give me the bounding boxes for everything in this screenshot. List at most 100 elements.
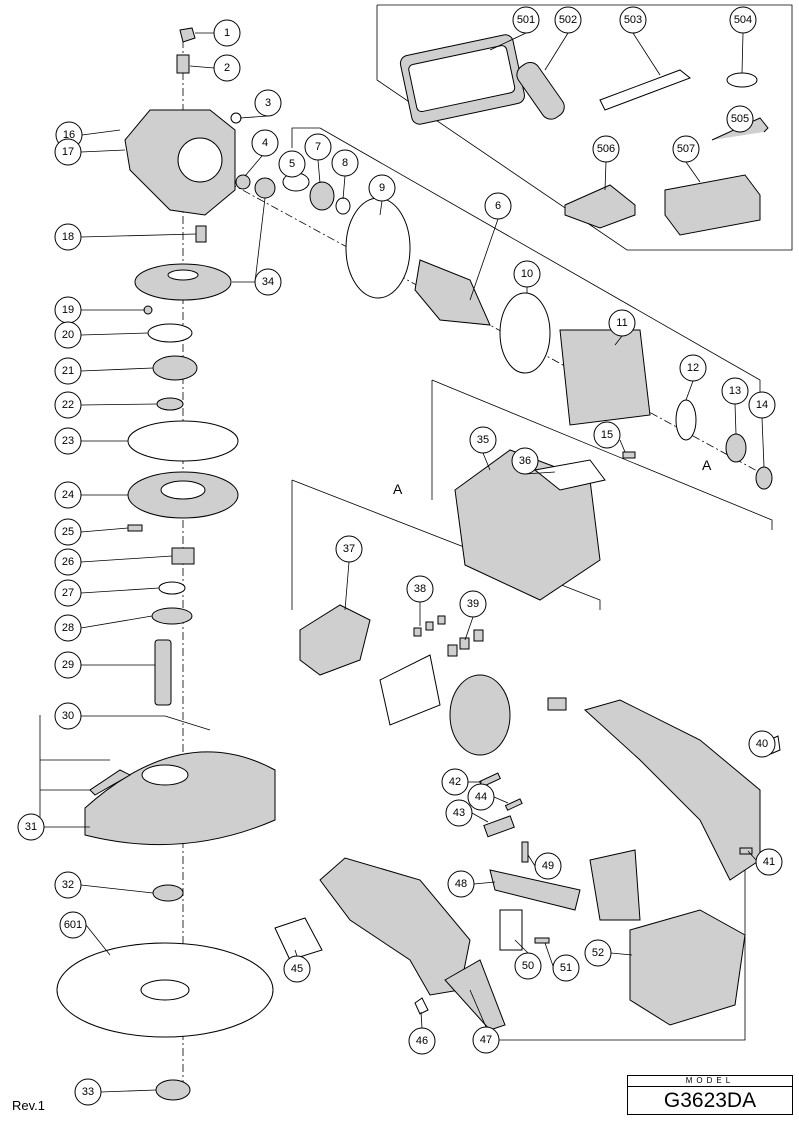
accessory-box-outline	[376, 4, 793, 251]
battery-52	[629, 909, 746, 1026]
callout-circle	[679, 354, 707, 382]
callout-number: 10	[521, 268, 533, 280]
callout-circle	[748, 730, 776, 758]
callout-26: 26	[54, 548, 82, 576]
housing-tail	[444, 959, 506, 1031]
callout-circle	[74, 1078, 102, 1106]
bearing-26	[171, 547, 195, 565]
callout-52: 52	[584, 939, 612, 967]
callout-number: 505	[731, 113, 749, 125]
callout-circle	[54, 391, 82, 419]
callout-circle	[368, 174, 396, 202]
callout-circle	[54, 481, 82, 509]
callout-number: 13	[729, 385, 741, 397]
callout-circle	[54, 548, 82, 576]
callout-circle	[512, 6, 540, 34]
callout-502: 502	[554, 6, 582, 34]
callout-circle	[331, 149, 359, 177]
callout-number: 23	[62, 435, 74, 447]
callout-circle	[54, 579, 82, 607]
callout-506: 506	[592, 135, 620, 163]
callout-601: 601	[59, 911, 87, 939]
leader-lines	[40, 32, 773, 1093]
callout-number: 36	[519, 455, 531, 467]
callout-number: 4	[262, 137, 268, 149]
callout-32: 32	[54, 871, 82, 899]
connector	[547, 697, 567, 711]
callout-number: 35	[477, 434, 489, 446]
callout-circle	[514, 952, 542, 980]
callout-number: 14	[756, 399, 768, 411]
callout-number: 9	[379, 182, 385, 194]
callout-number: 50	[522, 960, 534, 972]
callouts: 1234567891011121314151617181920212223242…	[17, 6, 783, 1106]
callout-number: 44	[475, 791, 487, 803]
callout-circle	[726, 105, 754, 133]
callout-10: 10	[513, 260, 541, 288]
callout-9: 9	[368, 174, 396, 202]
callout-40: 40	[748, 730, 776, 758]
callout-31: 31	[17, 813, 45, 841]
model-label: MODEL	[628, 1076, 792, 1087]
callout-circle	[304, 133, 332, 161]
callout-21: 21	[54, 357, 82, 385]
washer-504	[726, 72, 758, 88]
fan-guide-9	[345, 197, 411, 299]
callout-number: 34	[262, 276, 274, 288]
callout-51: 51	[552, 954, 580, 982]
callout-47: 47	[472, 1026, 500, 1054]
callout-13: 13	[721, 377, 749, 405]
callout-circle	[554, 6, 582, 34]
callout-42: 42	[441, 768, 469, 796]
callout-number: 41	[763, 856, 775, 868]
callout-number: 3	[265, 97, 271, 109]
callout-24: 24	[54, 481, 82, 509]
callout-number: 47	[480, 1034, 492, 1046]
bearing-7	[309, 181, 335, 211]
callout-number: 506	[597, 143, 615, 155]
stator-ring-10	[499, 292, 551, 374]
plate-20	[147, 323, 193, 343]
callout-circle	[472, 1026, 500, 1054]
callout-circle	[513, 260, 541, 288]
callout-48: 48	[447, 870, 475, 898]
bearing-14	[755, 466, 773, 490]
callout-number: 18	[62, 231, 74, 243]
callout-37: 37	[335, 535, 363, 563]
spindle-29	[154, 639, 172, 706]
callout-circle	[54, 138, 82, 166]
callout-number: 601	[64, 919, 82, 931]
model-value: G3623DA	[663, 1089, 757, 1112]
callout-45: 45	[283, 955, 311, 983]
callout-30: 30	[54, 702, 82, 730]
callout-504: 504	[729, 6, 757, 34]
callout-circle	[469, 426, 497, 454]
callout-1: 1	[213, 19, 241, 47]
motor-axis	[214, 174, 771, 479]
callout-number: 22	[62, 399, 74, 411]
slide-43	[483, 815, 515, 838]
callout-number: 39	[467, 598, 479, 610]
callout-circle	[408, 1027, 436, 1055]
callout-number: 12	[687, 362, 699, 374]
callout-circle	[251, 129, 279, 157]
bracket-line-37	[291, 479, 601, 610]
packing-23	[127, 420, 239, 462]
callout-circle	[484, 192, 512, 220]
parts-39	[447, 629, 484, 657]
callout-18: 18	[54, 223, 82, 251]
label-46	[414, 997, 429, 1015]
spring-44	[504, 798, 523, 811]
callout-number: 19	[62, 304, 74, 316]
switch-disc	[449, 674, 511, 756]
parts-38	[413, 615, 446, 637]
callout-number: 501	[517, 14, 535, 26]
callout-22: 22	[54, 391, 82, 419]
callout-number: 24	[62, 489, 74, 501]
screw-41	[739, 847, 753, 855]
callout-2: 2	[213, 54, 241, 82]
armature-6	[414, 259, 491, 326]
callout-29: 29	[54, 651, 82, 679]
callout-circle	[17, 813, 45, 841]
callout-circle	[608, 309, 636, 337]
